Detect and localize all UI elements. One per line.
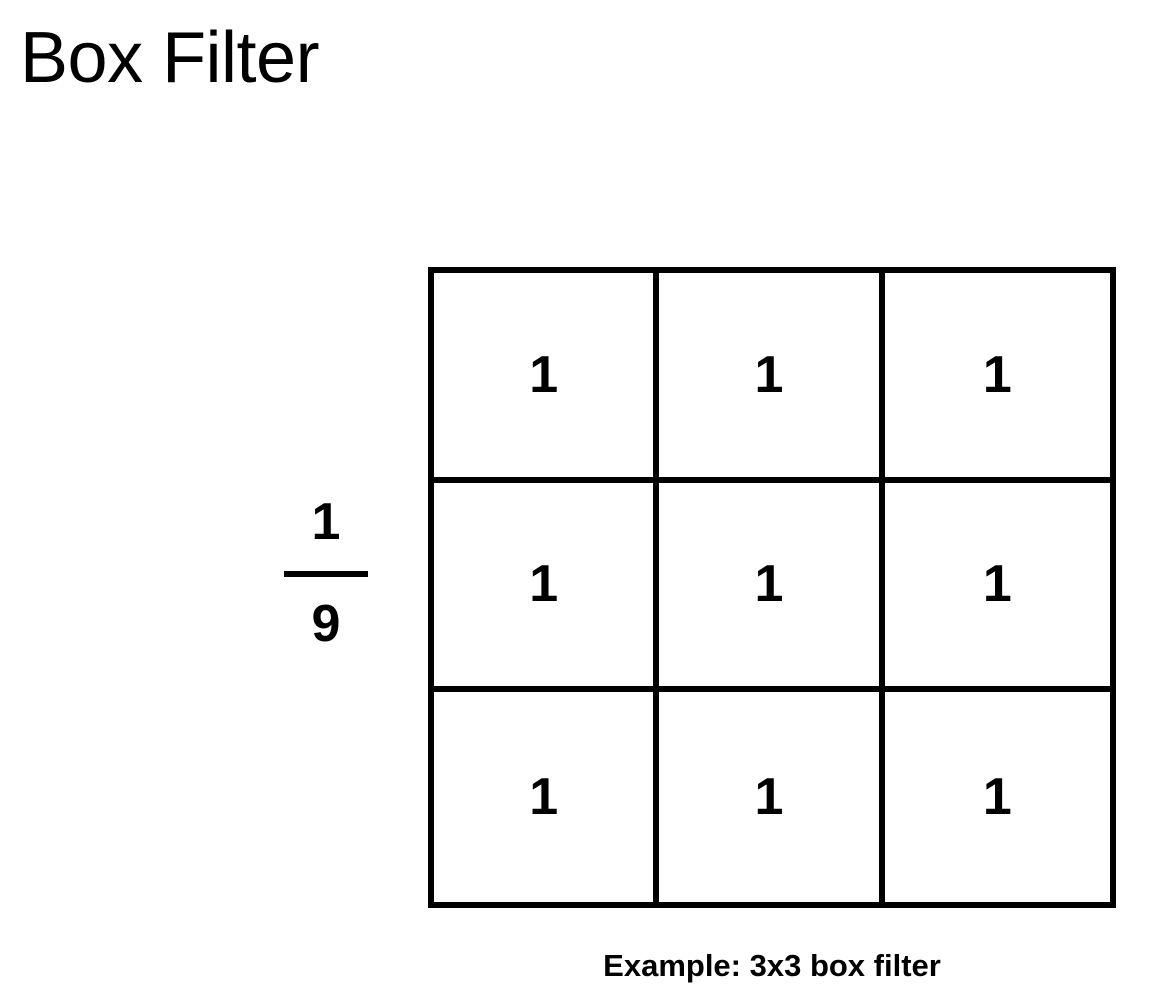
kernel-cell-r2-c1: 1 bbox=[659, 692, 885, 902]
kernel-cell-r0-c1: 1 bbox=[659, 273, 885, 483]
fraction-numerator: 1 bbox=[311, 493, 341, 551]
kernel-cell-r0-c2: 1 bbox=[884, 273, 1110, 483]
kernel-cell-r1-c0: 1 bbox=[434, 482, 660, 693]
kernel-cell-r1-c1: 1 bbox=[659, 482, 885, 693]
figure-caption: Example: 3x3 box filter bbox=[603, 948, 941, 983]
slide-title: Box Filter bbox=[20, 18, 320, 98]
kernel-grid: 1 1 1 1 1 1 1 1 1 bbox=[428, 267, 1116, 908]
kernel-cell-r0-c0: 1 bbox=[434, 273, 660, 483]
kernel-cell-r2-c2: 1 bbox=[982, 768, 1012, 827]
kernel-cell-r2-c0: 1 bbox=[434, 692, 660, 902]
normalization-fraction: 1 9 bbox=[284, 492, 368, 652]
fraction-denominator: 9 bbox=[311, 595, 341, 653]
fraction-bar bbox=[284, 571, 368, 577]
kernel-cell-r1-c2: 1 bbox=[884, 483, 1110, 693]
